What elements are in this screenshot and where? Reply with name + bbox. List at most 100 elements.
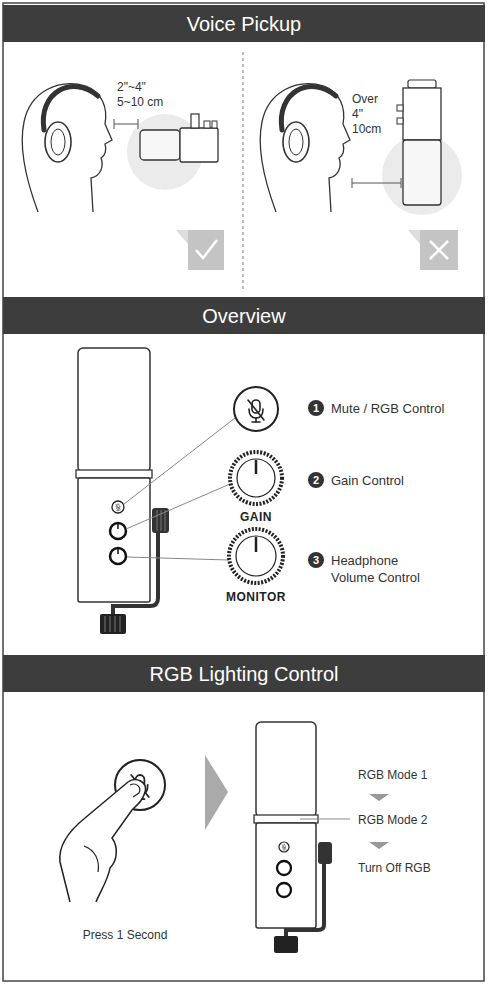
gain-knob-zoom	[230, 452, 282, 504]
cross-mark	[430, 241, 448, 259]
check-box	[188, 230, 224, 270]
distance-bracket	[352, 178, 401, 188]
callout: 3 Headphone Volume Control	[308, 552, 435, 586]
mute-button	[279, 842, 289, 852]
hand	[60, 780, 146, 902]
knob-name: MONITOR	[226, 590, 286, 604]
annotation: 5~10 cm	[117, 95, 163, 109]
knob-pointer	[117, 549, 119, 554]
mic-body	[256, 823, 316, 928]
base-knob	[100, 614, 126, 634]
distance-bracket	[114, 119, 115, 129]
head-figure	[260, 84, 350, 212]
distance-bracket	[352, 178, 353, 188]
step-arrow	[205, 755, 228, 830]
annotation: RGB Mode 1	[358, 768, 427, 782]
monitor-knob	[277, 883, 291, 897]
head-figure	[22, 84, 112, 212]
callout-text: Headphone Volume Control	[331, 552, 435, 586]
mute-button-zoom	[234, 387, 278, 431]
mic-knob	[212, 121, 217, 128]
step-chevron	[369, 842, 389, 849]
knob-ridges	[105, 616, 106, 632]
mute-icon	[282, 845, 286, 851]
knob-ridges	[165, 510, 166, 531]
knuckle	[84, 846, 98, 872]
section-header: RGB Lighting Control	[3, 655, 485, 692]
mute-icon	[116, 504, 121, 511]
mic-knob	[204, 121, 210, 128]
pickup-zone	[382, 135, 462, 215]
leader-line	[127, 557, 229, 560]
divider	[243, 52, 244, 290]
annotation: 4"	[352, 107, 363, 121]
mic-grille	[403, 140, 441, 205]
knob-ridges	[115, 616, 116, 632]
mic-body	[180, 128, 218, 162]
mic-top	[256, 722, 316, 817]
monitor-knob-zoom	[236, 536, 276, 576]
section-title: Voice Pickup	[187, 12, 302, 36]
mic-cap	[408, 80, 436, 88]
callout: 1 Mute / RGB Control	[308, 400, 444, 417]
callout-number: 3	[308, 552, 324, 568]
rgb-control	[60, 722, 389, 953]
section-header: Overview	[3, 297, 485, 334]
side-knob	[318, 842, 332, 864]
mic-body	[403, 88, 441, 140]
leader-line	[126, 484, 230, 529]
distance-bracket	[401, 178, 402, 188]
knob-pointer	[117, 524, 119, 529]
annotation: RGB Mode 2	[358, 813, 427, 827]
check-mark	[196, 240, 217, 258]
bad-position	[260, 80, 462, 270]
good-position	[22, 84, 224, 270]
section-header: Voice Pickup	[3, 5, 485, 42]
callout-number: 1	[308, 400, 324, 416]
mute-button	[112, 501, 124, 513]
fingernail	[130, 784, 140, 797]
cross-box	[420, 230, 458, 270]
knob-ridges	[120, 616, 121, 632]
callout-text: Gain Control	[331, 472, 404, 489]
mic-top	[78, 348, 150, 472]
leader-line	[124, 418, 235, 560]
distance-bracket	[114, 119, 138, 129]
mic-knob	[397, 105, 403, 111]
mute-icon	[248, 400, 264, 422]
box-fold	[408, 230, 420, 244]
knob-name: GAIN	[240, 510, 272, 524]
callout-text: Mute / RGB Control	[331, 400, 444, 417]
knob-pointer	[255, 460, 258, 474]
monitor-knob	[110, 548, 126, 564]
gain-knob	[110, 523, 126, 539]
knob-pointer	[255, 537, 258, 552]
distance-bracket	[114, 124, 138, 125]
knob-ridges	[157, 510, 158, 531]
annotation: Over	[352, 92, 378, 106]
knob-ridges	[161, 510, 162, 531]
gain-knob-zoom	[237, 459, 275, 497]
distance-bracket	[352, 183, 401, 184]
monitor-knob-zoom	[229, 529, 283, 583]
mic-stand	[191, 114, 199, 128]
callout: 2 Gain Control	[308, 472, 404, 489]
gain-knob	[277, 861, 291, 875]
section-title: Overview	[202, 304, 285, 328]
leader-line	[300, 819, 350, 820]
annotation: Press 1 Second	[83, 928, 168, 942]
annotation: Turn Off RGB	[358, 861, 431, 875]
page-border	[3, 3, 484, 981]
knob-ridges	[110, 616, 111, 632]
knob-ridges	[105, 616, 120, 632]
callout-number: 2	[308, 472, 324, 488]
mic-body	[78, 478, 150, 602]
cross-mark	[430, 241, 448, 259]
annotation: 2"~4"	[117, 80, 146, 94]
box-fold	[176, 230, 188, 244]
rgb-ring	[76, 470, 152, 478]
section-title: RGB Lighting Control	[150, 662, 339, 686]
distance-bracket	[138, 119, 139, 129]
